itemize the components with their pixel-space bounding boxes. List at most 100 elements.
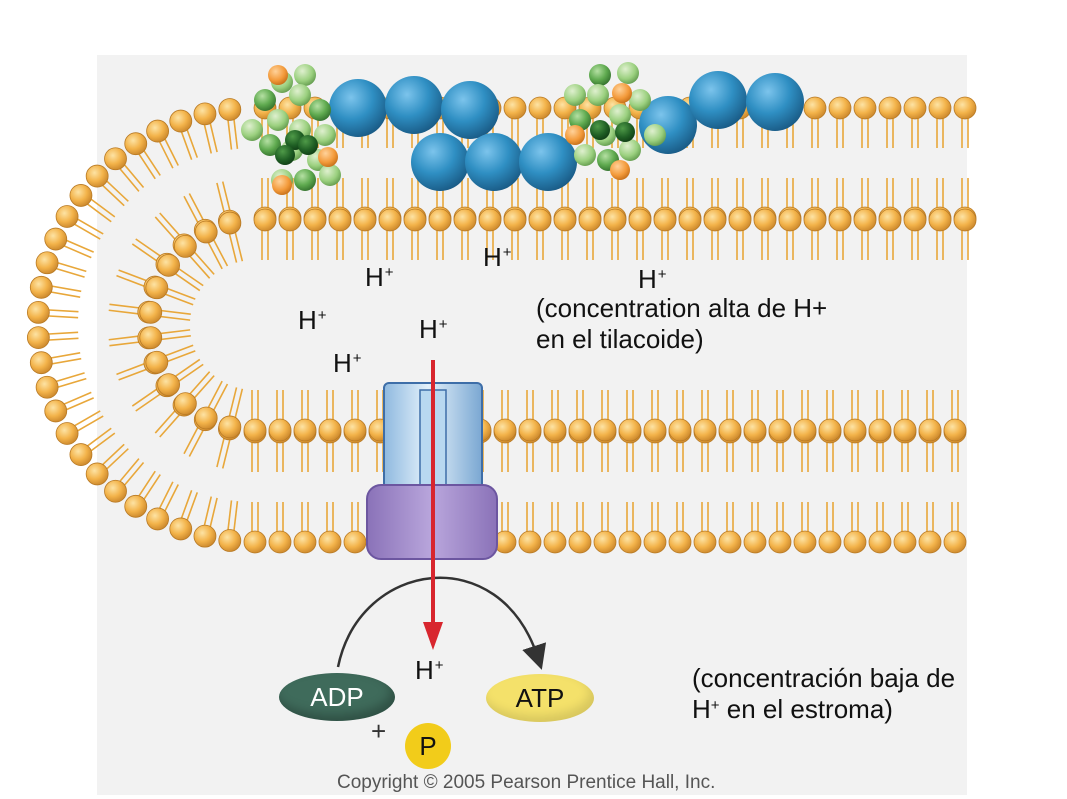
proton-label: H+ — [638, 264, 667, 294]
lipid-head — [618, 418, 642, 442]
lipid-head — [55, 422, 79, 445]
proton-label: H+ — [419, 314, 448, 344]
lipid-head — [918, 418, 942, 442]
lipid-head — [503, 208, 527, 232]
lumen-concentration-note: (concentration alta de H+ en el tilacoid… — [536, 293, 827, 355]
lipid-head — [145, 276, 169, 300]
lipid-head — [593, 418, 617, 442]
accessory-pigment-bead — [272, 175, 292, 195]
lipid-head — [918, 530, 942, 554]
photosystem-complexes — [241, 62, 804, 195]
lipid-head — [853, 208, 877, 232]
accessory-pigment-bead — [610, 160, 630, 180]
lipid-head — [768, 530, 792, 554]
lipid-head — [928, 208, 952, 232]
chlorophyll-bead — [589, 64, 611, 86]
lipid-head — [343, 418, 367, 442]
proton-label: H+ — [333, 348, 362, 378]
cytochrome-complex — [385, 76, 443, 134]
lipid-head — [293, 530, 317, 554]
cytochrome-complex — [411, 133, 469, 191]
stroma-note-line1: (concentración baja de — [692, 663, 956, 693]
lipid-head — [643, 530, 667, 554]
proton-label-stroma: H+ — [415, 655, 444, 685]
proton-label: H+ — [298, 305, 327, 335]
lipid-head — [843, 530, 867, 554]
lipid-head — [793, 530, 817, 554]
lipid-head — [218, 529, 242, 552]
lipid-head — [85, 164, 109, 188]
lipid-head — [753, 208, 777, 232]
lipid-head — [193, 524, 217, 548]
lipid-head — [853, 96, 877, 120]
lipid-head — [157, 253, 180, 277]
lipid-head — [69, 443, 93, 466]
lipid-head — [693, 530, 717, 554]
reaction-center-bead — [275, 145, 295, 165]
lipid-head — [793, 418, 817, 442]
lipid-head — [173, 392, 197, 415]
lipid-head — [868, 530, 892, 554]
lipid-head — [218, 211, 242, 235]
cytochrome-complex — [746, 73, 804, 131]
proton-label: H+ — [483, 242, 512, 272]
lipid-head — [44, 399, 68, 423]
lipid-head — [628, 208, 652, 232]
lumen-note-line2: en el tilacoide) — [536, 324, 704, 354]
plus-sign: + — [371, 716, 387, 746]
lipid-head — [828, 96, 852, 120]
lumen-note-line1: (concentration alta de H+ — [536, 293, 828, 323]
lipid-head — [503, 96, 527, 120]
chlorophyll-bead — [564, 84, 586, 106]
lipid-head — [157, 373, 180, 397]
chlorophyll-bead — [294, 64, 316, 86]
lipid-head — [343, 530, 367, 554]
lipid-head — [243, 530, 267, 554]
reaction-center-bead — [590, 120, 610, 140]
lipid-head — [528, 96, 552, 120]
lipid-head — [493, 418, 517, 442]
lipid-head — [903, 208, 927, 232]
lipid-head — [693, 418, 717, 442]
lipid-head — [893, 418, 917, 442]
lipid-head — [104, 479, 127, 503]
lipid-head — [29, 351, 53, 375]
accessory-pigment-bead — [268, 65, 288, 85]
lipid-head — [818, 418, 842, 442]
lipid-head — [26, 326, 50, 350]
lipid-head — [668, 530, 692, 554]
lipid-head — [928, 96, 952, 120]
lipid-head — [403, 208, 427, 232]
cytochrome-complex — [689, 71, 747, 129]
lipid-head — [146, 507, 170, 531]
lipid-head — [543, 418, 567, 442]
chlorophyll-bead — [314, 124, 336, 146]
lipid-head — [26, 300, 50, 324]
lipid-head — [478, 208, 502, 232]
lipid-head — [878, 96, 902, 120]
lipid-head — [768, 418, 792, 442]
lipid-head — [278, 208, 302, 232]
lipid-head — [843, 418, 867, 442]
lipid-head — [518, 418, 542, 442]
lipid-head — [618, 530, 642, 554]
lipid-head — [568, 418, 592, 442]
lipid-head — [593, 530, 617, 554]
chlorophyll-bead — [267, 109, 289, 131]
chlorophyll-bead — [309, 99, 331, 121]
lipid-head — [903, 96, 927, 120]
lipid-head — [35, 375, 59, 399]
cytochrome-complex — [441, 81, 499, 139]
lipid-head — [578, 208, 602, 232]
lipid-head — [218, 98, 242, 121]
lipid-head — [318, 418, 342, 442]
lipid-head — [568, 530, 592, 554]
accessory-pigment-bead — [565, 125, 585, 145]
lipid-head — [818, 530, 842, 554]
reaction-center-bead — [298, 135, 318, 155]
phosphate-molecule: P — [405, 723, 451, 769]
chlorophyll-bead — [617, 62, 639, 84]
lipid-head — [518, 530, 542, 554]
lipid-head — [194, 220, 218, 244]
